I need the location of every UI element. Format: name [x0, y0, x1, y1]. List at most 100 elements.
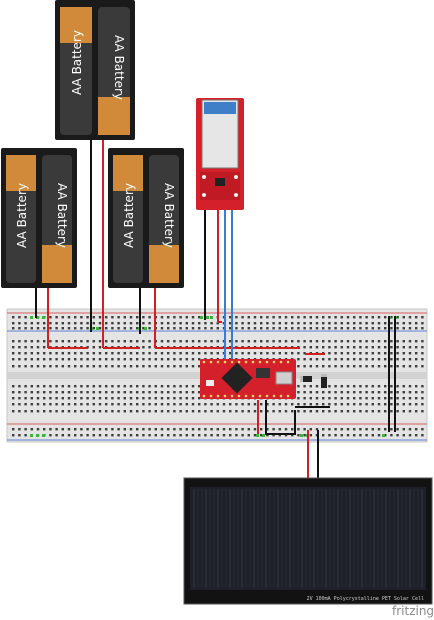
- breadboard-hole: [384, 434, 387, 437]
- breadboard-hole: [74, 327, 77, 330]
- breadboard-hole: [18, 385, 21, 388]
- breadboard-hole: [278, 434, 281, 437]
- breadboard-hole: [322, 316, 325, 319]
- breadboard-hole: [30, 403, 33, 406]
- breadboard-hole: [55, 322, 58, 325]
- breadboard-hole: [353, 428, 356, 431]
- breadboard-hole: [92, 358, 95, 361]
- breadboard-hole: [353, 340, 356, 343]
- breadboard-hole: [402, 385, 405, 388]
- breadboard-hole: [253, 410, 257, 413]
- solar-grid-lines: [193, 489, 423, 588]
- breadboard-hole: [359, 428, 362, 431]
- breadboard-hole: [111, 410, 114, 413]
- breadboard-hole: [241, 434, 244, 437]
- breadboard-hole-active: [36, 316, 39, 319]
- breadboard-hole: [408, 352, 412, 355]
- breadboard-hole: [210, 428, 213, 431]
- breadboard-hole: [210, 322, 213, 325]
- breadboard-hole: [98, 434, 102, 437]
- breadboard-hole: [123, 358, 126, 361]
- breadboard-hole: [148, 352, 151, 355]
- breadboard-hole: [92, 410, 95, 413]
- breadboard-hole: [396, 340, 399, 343]
- breadboard-hole: [303, 346, 306, 349]
- breadboard-hole: [402, 434, 405, 437]
- breadboard-hole: [315, 391, 319, 394]
- breadboard-hole: [136, 391, 139, 394]
- breadboard-hole: [216, 352, 219, 355]
- breadboard-hole: [24, 346, 27, 349]
- breadboard-hole: [253, 340, 257, 343]
- breadboard-hole: [253, 428, 257, 431]
- breadboard-hole: [55, 316, 58, 319]
- breadboard-hole: [334, 352, 337, 355]
- breadboard-hole: [235, 428, 238, 431]
- breadboard-hole: [142, 434, 145, 437]
- breadboard-hole: [216, 434, 219, 437]
- breadboard-hole: [18, 410, 21, 413]
- breadboard-hole: [359, 434, 362, 437]
- breadboard-hole: [18, 391, 21, 394]
- breadboard-hole: [253, 403, 257, 406]
- breadboard-hole: [117, 403, 120, 406]
- breadboard-hole: [303, 327, 306, 330]
- breadboard-hole: [322, 391, 325, 394]
- breadboard-hole: [377, 397, 381, 400]
- breadboard-hole: [167, 410, 170, 413]
- mcu-pin: [286, 394, 290, 398]
- breadboard-hole: [346, 340, 350, 343]
- breadboard-hole: [390, 410, 393, 413]
- breadboard-hole: [272, 322, 275, 325]
- wire-black: [265, 400, 296, 435]
- breadboard-hole: [148, 316, 151, 319]
- breadboard-hole: [185, 340, 188, 343]
- breadboard-hole: [123, 385, 126, 388]
- breadboard-hole: [396, 434, 399, 437]
- breadboard-hole: [340, 365, 343, 368]
- breadboard-hole: [30, 358, 33, 361]
- breadboard-hole: [30, 340, 33, 343]
- breadboard-hole: [74, 434, 77, 437]
- breadboard-hole: [167, 434, 170, 437]
- breadboard-hole: [365, 322, 368, 325]
- breadboard-hole: [328, 365, 331, 368]
- breadboard-hole: [86, 316, 89, 319]
- breadboard-hole: [346, 428, 350, 431]
- breadboard-hole: [173, 428, 176, 431]
- breadboard-hole: [105, 385, 108, 388]
- breadboard-hole: [111, 365, 114, 368]
- breadboard-hole: [415, 391, 418, 394]
- breadboard-hole: [266, 327, 269, 330]
- breadboard-hole: [92, 403, 95, 406]
- breadboard-hole: [154, 410, 157, 413]
- breadboard-hole: [266, 340, 269, 343]
- breadboard-hole: [297, 322, 300, 325]
- breadboard-hole: [384, 352, 387, 355]
- breadboard-hole: [365, 316, 368, 319]
- breadboard-hole: [421, 403, 424, 406]
- breadboard-hole: [160, 327, 164, 330]
- breadboard-hole: [191, 352, 195, 355]
- breadboard-hole: [18, 397, 21, 400]
- breadboard-hole: [315, 397, 319, 400]
- breadboard-hole: [384, 346, 387, 349]
- breadboard-hole: [129, 385, 133, 388]
- breadboard-hole: [154, 352, 157, 355]
- mcu-pin: [279, 360, 283, 364]
- breadboard-hole: [24, 340, 27, 343]
- breadboard-hole: [98, 352, 102, 355]
- mcu-pin: [265, 394, 269, 398]
- breadboard-hole: [43, 391, 46, 394]
- breadboard-hole: [18, 403, 21, 406]
- breadboard-hole: [384, 403, 387, 406]
- breadboard-hole: [80, 434, 83, 437]
- breadboard-hole: [179, 365, 182, 368]
- breadboard-hole: [129, 358, 133, 361]
- breadboard-hole: [377, 327, 381, 330]
- breadboard-hole: [129, 365, 133, 368]
- breadboard-hole: [86, 327, 89, 330]
- breadboard-hole: [185, 322, 188, 325]
- breadboard-hole: [229, 434, 232, 437]
- breadboard-hole: [204, 340, 207, 343]
